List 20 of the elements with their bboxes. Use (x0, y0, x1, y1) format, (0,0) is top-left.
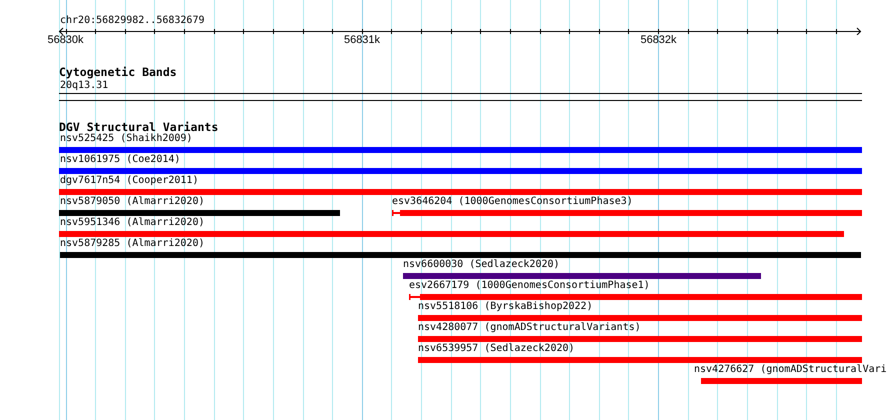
variant-label: nsv1061975 (Coe2014) (60, 154, 180, 166)
variant-label: nsv4276627 (gnomADStructuralVari (694, 364, 887, 376)
variant-label: esv2667179 (1000GenomesConsortiumPhase1) (409, 280, 650, 292)
track-title: DGV Structural Variants (59, 121, 218, 134)
variant-label: nsv5951346 (Almarri2020) (60, 217, 204, 229)
variant-label: nsv5518106 (ByrskaBishop2022) (418, 301, 593, 313)
variant-label: nsv6539957 (Sedlazeck2020) (418, 343, 575, 355)
variant-label: nsv5879285 (Almarri2020) (60, 238, 204, 250)
variant-label: nsv6600030 (Sedlazeck2020) (403, 259, 560, 271)
tick-label: 56830k (47, 34, 84, 46)
variant-label: esv3646204 (1000GenomesConsortiumPhase3) (392, 196, 633, 208)
locus-label: chr20:56829982..56832679 (60, 15, 204, 27)
variant-label: nsv4280077 (gnomADStructuralVariants) (418, 322, 641, 334)
variant-label: dgv7617n54 (Cooper2011) (60, 175, 198, 187)
variant-label: nsv5879050 (Almarri2020) (60, 196, 204, 208)
variant-label: nsv525425 (Shaikh2009) (60, 133, 192, 145)
band-label: 20q13.31 (60, 80, 108, 92)
track-title: Cytogenetic Bands (59, 66, 177, 79)
tick-label: 56832k (640, 34, 677, 46)
tick-label: 56831k (344, 34, 380, 46)
